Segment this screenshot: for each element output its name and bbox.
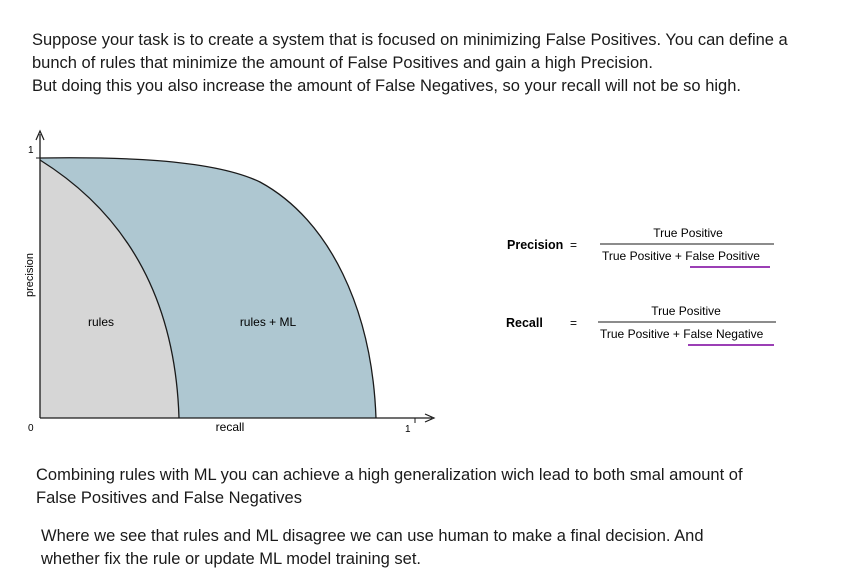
- x-max-tick: 1: [405, 424, 411, 435]
- intro-paragraph: Suppose your task is to create a system …: [32, 29, 832, 98]
- y-axis-label: precision: [24, 253, 36, 297]
- disagree-paragraph: Where we see that rules and ML disagree …: [41, 525, 821, 571]
- intro-line: bunch of rules that minimize the amount …: [32, 54, 653, 72]
- y-axis-arrow-icon: [35, 129, 45, 141]
- false-positive-term: False Positive: [685, 249, 760, 263]
- intro-line: But doing this you also increase the amo…: [32, 77, 741, 95]
- precision-name: Precision: [507, 238, 563, 252]
- intro-line: Suppose your task is to create a system …: [32, 31, 788, 49]
- recall-denominator: True Positive + False Negative: [600, 327, 764, 341]
- origin-tick: 0: [28, 423, 34, 434]
- rules-label: rules: [88, 315, 114, 329]
- recall-numerator: True Positive: [651, 304, 721, 318]
- false-negative-term: False Negative: [683, 327, 763, 341]
- rules-region: [40, 160, 179, 418]
- precision-denominator: True Positive + False Positive: [602, 249, 760, 263]
- rules-ml-curve: [39, 157, 377, 419]
- combining-line: Combining rules with ML you can achieve …: [36, 466, 743, 484]
- recall-name: Recall: [506, 316, 543, 330]
- precision-numerator: True Positive: [653, 226, 723, 240]
- combining-paragraph: Combining rules with ML you can achieve …: [36, 464, 826, 510]
- rules-ml-label: rules + ML: [240, 315, 297, 329]
- disagree-line: Where we see that rules and ML disagree …: [41, 527, 704, 545]
- y-max-tick: 1: [28, 145, 34, 156]
- x-axis-arrow-icon: [424, 413, 436, 423]
- combining-line: False Positives and False Negatives: [36, 489, 302, 507]
- precision-equals: =: [570, 238, 577, 252]
- rules-curve: [39, 159, 180, 419]
- recall-equals: =: [570, 316, 577, 330]
- x-axis-label: recall: [216, 420, 245, 434]
- disagree-line: whether fix the rule or update ML model …: [41, 550, 422, 568]
